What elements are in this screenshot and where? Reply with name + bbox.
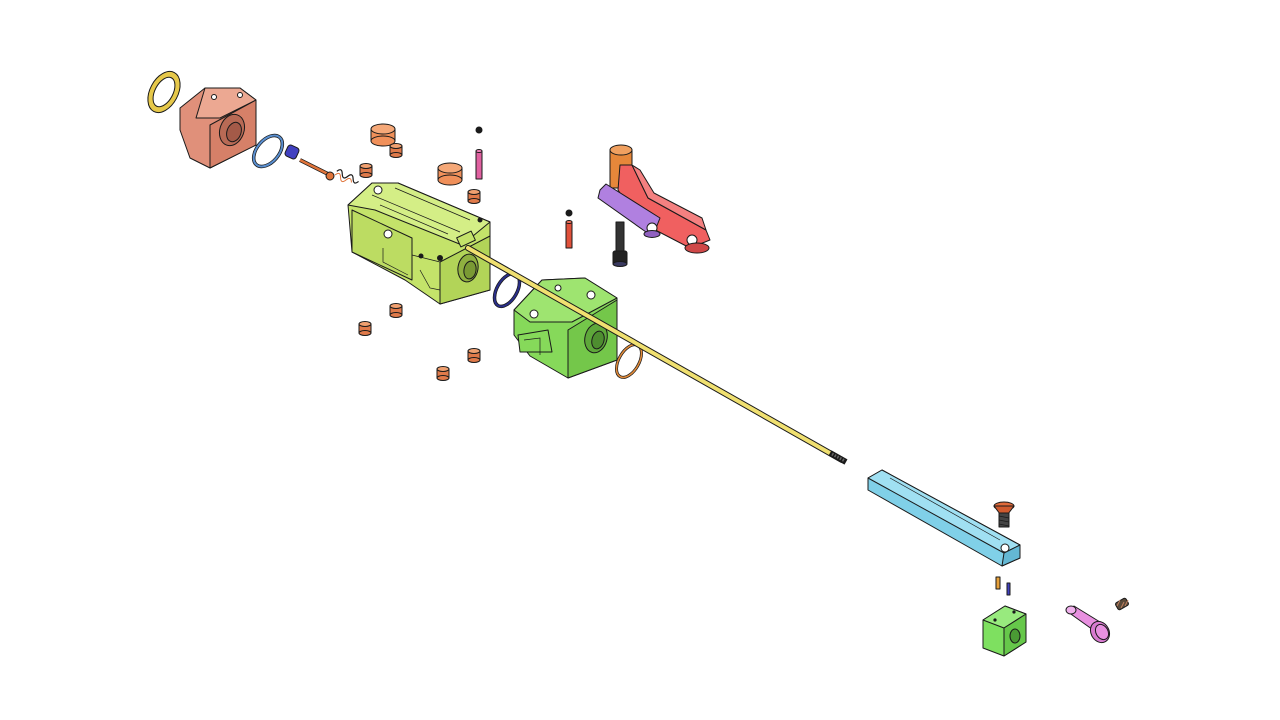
compression-spring (334, 169, 359, 184)
rod-thread (828, 450, 848, 465)
plug-cap (370, 123, 396, 147)
dowel-pin (389, 303, 403, 318)
dowel-pin (389, 143, 403, 158)
link-bar (597, 183, 661, 238)
dowel-pin (467, 189, 481, 204)
lever-arm (609, 144, 711, 254)
set-screw (1115, 597, 1129, 611)
retainer-ring (147, 70, 181, 114)
pin-middle (565, 209, 573, 249)
spring-plunger (284, 144, 359, 184)
guide-pin (1065, 605, 1111, 644)
small-pins (995, 576, 1011, 596)
end-cap-block (179, 87, 257, 169)
plug-cap (437, 162, 463, 186)
actuator-rod (465, 245, 848, 465)
dowel-pin (436, 366, 450, 381)
socket-head-screw (612, 221, 628, 267)
plug-caps (370, 123, 463, 186)
end-block (982, 605, 1027, 657)
secondary-valve-body (513, 277, 618, 379)
dowel-pin (467, 348, 481, 363)
guide-bar (867, 469, 1021, 567)
dowel-pin (359, 163, 373, 178)
o-ring-blue (251, 133, 285, 169)
dowel-pin (358, 321, 372, 336)
pin-top (475, 126, 483, 180)
countersunk-screw (993, 501, 1015, 528)
